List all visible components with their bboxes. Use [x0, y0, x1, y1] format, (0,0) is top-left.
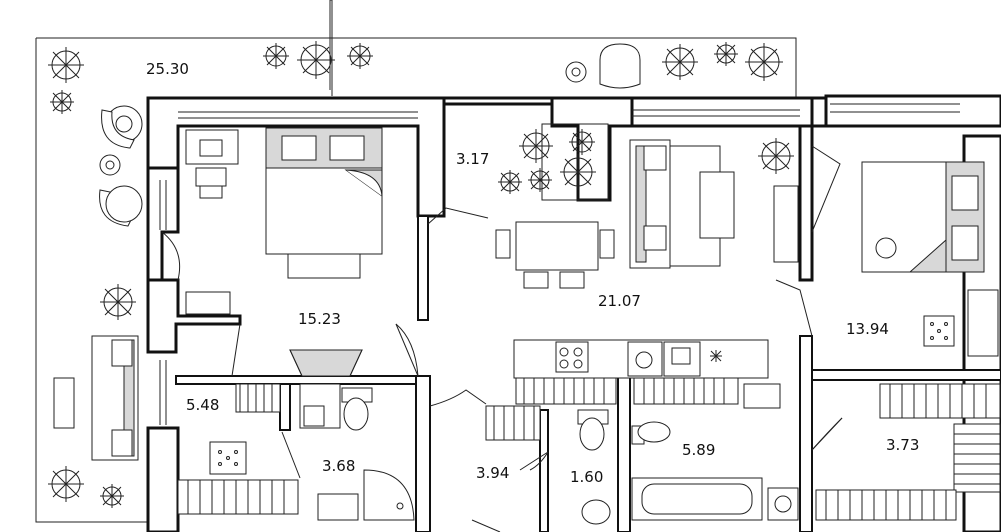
partition [539, 409, 549, 532]
dining-table [495, 221, 615, 289]
outer-wall [35, 0, 797, 523]
terrace-furniture [99, 43, 641, 227]
wall-block [824, 94, 1001, 128]
room-area-loggia: 3.17 [456, 150, 490, 168]
tv-stand [289, 349, 363, 377]
room-area-closet: 3.73 [886, 436, 920, 454]
room-area-bathroom-1: 3.68 [322, 457, 356, 475]
partition [279, 383, 291, 431]
hall-wardrobe [485, 405, 541, 441]
wall-block [442, 96, 554, 106]
partition [811, 369, 1001, 381]
partition [799, 335, 813, 532]
room-area-wc: 1.60 [570, 468, 604, 486]
loggia-planter [541, 123, 609, 201]
terrace-sofa [53, 335, 139, 461]
wall-block [550, 96, 634, 202]
closet-shelves [815, 383, 1001, 521]
shelf [185, 291, 231, 315]
bed [265, 127, 383, 279]
room-area-bedroom: 15.23 [298, 310, 341, 328]
outer-wall-right [330, 0, 333, 96]
partition [417, 215, 429, 321]
room-area-bathroom-2: 5.89 [682, 441, 716, 459]
wc-fixtures [577, 409, 611, 525]
bathroom-2-fixtures [631, 377, 799, 521]
room-area-dressing: 5.48 [186, 396, 220, 414]
partition [617, 375, 631, 532]
room-area-hall: 3.94 [476, 464, 510, 482]
wall-block [146, 166, 180, 282]
window [159, 103, 960, 425]
kitchen [513, 339, 769, 405]
bed-2 [861, 161, 999, 357]
wall-block [146, 426, 180, 532]
washer [209, 441, 247, 475]
bathroom-1-fixtures [299, 383, 415, 521]
wall-block [146, 278, 242, 354]
partition [175, 375, 431, 385]
room-area-bedroom-2: 13.94 [846, 320, 889, 338]
door-swings [161, 145, 843, 532]
wardrobe-hatch [177, 383, 299, 515]
sofa [629, 139, 799, 269]
wall-block [630, 96, 814, 128]
desk [185, 129, 239, 199]
plants [48, 41, 794, 508]
wall-block [798, 124, 814, 282]
room-area-terrace: 25.30 [146, 60, 189, 78]
partition [415, 375, 431, 532]
room-area-living-kitchen: 21.07 [598, 292, 641, 310]
